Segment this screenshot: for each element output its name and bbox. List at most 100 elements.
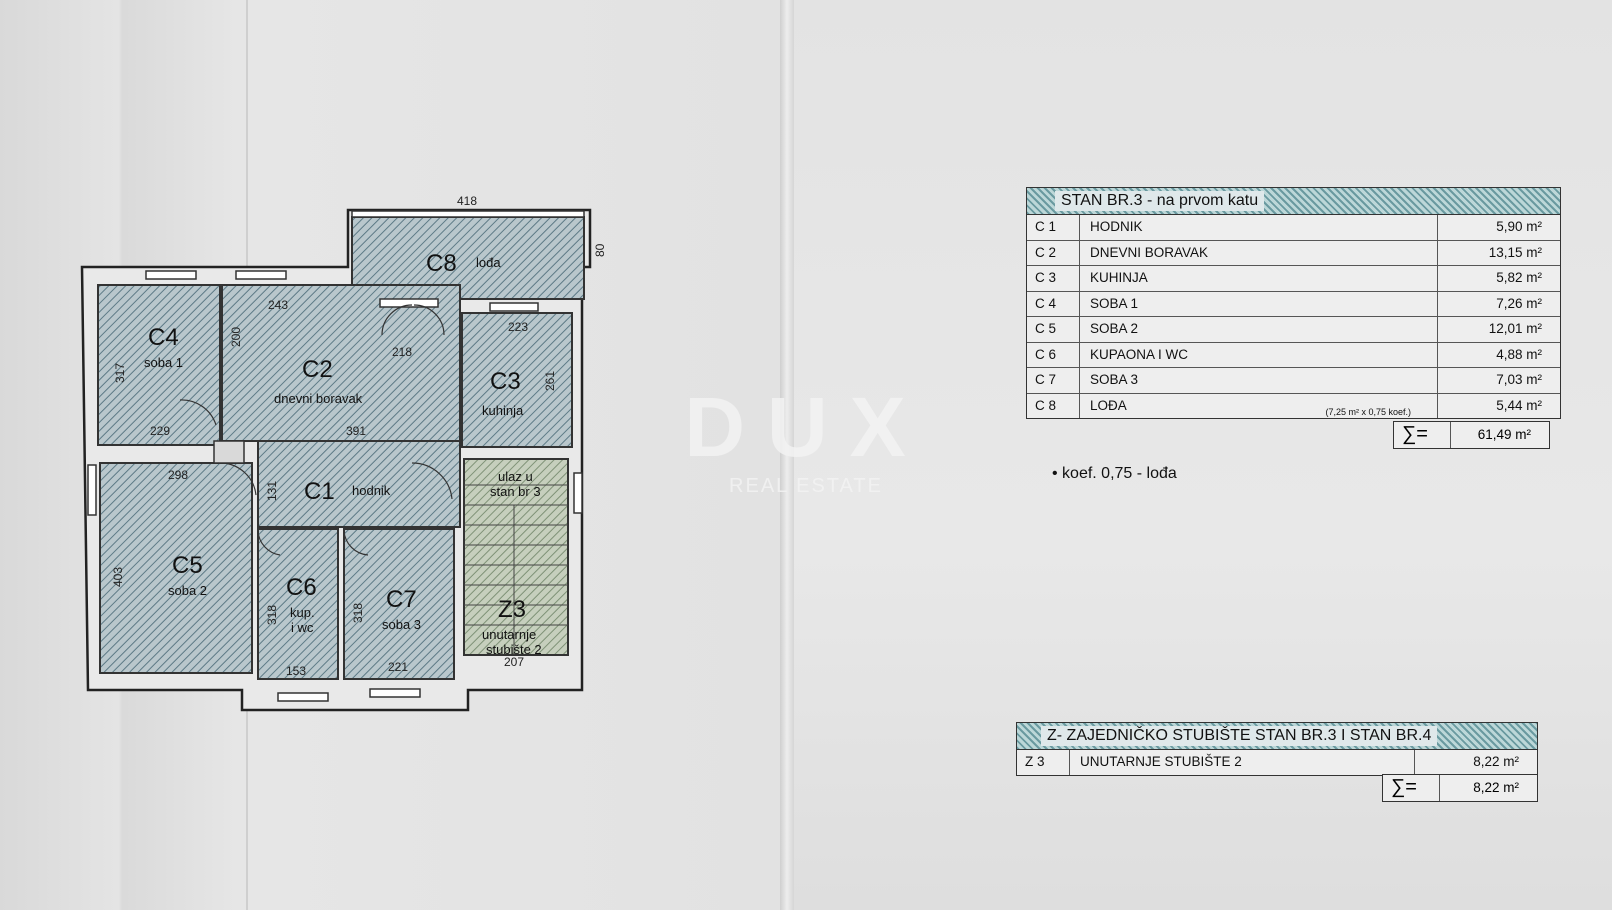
room-c6-code: C6 bbox=[286, 574, 317, 601]
table-row: C 3 KUHINJA 5,82 m² bbox=[1027, 266, 1560, 292]
room-c3-name: kuhinja bbox=[482, 403, 524, 418]
row-code: Z 3 bbox=[1017, 750, 1070, 775]
floor-plan: 418 80 243 200 218 223 261 317 229 391 2… bbox=[80, 195, 607, 712]
room-c2 bbox=[221, 284, 461, 442]
room-c6-name-1: kup. bbox=[290, 605, 315, 620]
dim-218: 218 bbox=[392, 345, 412, 359]
table-row: C 6 KUPAONA I WC 4,88 m² bbox=[1027, 342, 1560, 368]
sum-symbol: ∑= bbox=[1383, 775, 1440, 801]
dim-298: 298 bbox=[168, 468, 188, 482]
watermark: DUX REAL ESTATE bbox=[676, 385, 936, 498]
room-c7-name: soba 3 bbox=[382, 617, 421, 632]
dim-317: 317 bbox=[113, 363, 127, 383]
row-name: SOBA 1 bbox=[1080, 291, 1438, 316]
row-value: 7,03 m² bbox=[1496, 372, 1542, 387]
table-row: C 5 SOBA 2 12,01 m² bbox=[1027, 317, 1560, 343]
row-value: 7,26 m² bbox=[1496, 295, 1542, 311]
row-name-text: LOĐA bbox=[1090, 397, 1127, 413]
row-code: C 2 bbox=[1027, 240, 1080, 265]
room-c6-name-2: i wc bbox=[291, 620, 314, 635]
windows bbox=[87, 210, 585, 702]
dim-403: 403 bbox=[111, 567, 125, 587]
row-name: LOĐA (7,25 m² x 0,75 koef.) bbox=[1080, 393, 1438, 418]
row-code: C 6 bbox=[1027, 342, 1080, 367]
row-name: KUHINJA bbox=[1080, 266, 1438, 291]
table-row: C 2 DNEVNI BORAVAK 13,15 m² bbox=[1027, 240, 1560, 266]
row-value: 5,44 m² bbox=[1496, 397, 1542, 413]
koef-note: • koef. 0,75 - lođa bbox=[1052, 465, 1177, 482]
column bbox=[213, 440, 245, 464]
dim-207: 207 bbox=[504, 655, 524, 669]
row-code: C 4 bbox=[1027, 291, 1080, 316]
stair-treads bbox=[464, 484, 568, 655]
dim-223: 223 bbox=[508, 320, 528, 334]
room-z3-name-2: stubište 2 bbox=[486, 642, 542, 657]
row-code: C 1 bbox=[1027, 215, 1080, 240]
dim-221: 221 bbox=[388, 660, 408, 674]
room-c4 bbox=[97, 284, 221, 446]
shared-table-title-bar: Z- ZAJEDNIČKO STUBIŠTE STAN BR.3 I STAN … bbox=[1017, 723, 1537, 750]
row-name: SOBA 3 bbox=[1080, 368, 1438, 393]
row-value: 5,82 m² bbox=[1496, 270, 1542, 285]
dim-229: 229 bbox=[150, 424, 170, 438]
row-value: 5,90 m² bbox=[1496, 219, 1542, 234]
dim-131: 131 bbox=[265, 481, 279, 501]
row-name: SOBA 2 bbox=[1080, 317, 1438, 342]
sum-symbol: ∑= bbox=[1394, 422, 1451, 448]
entry-label-2: stan br 3 bbox=[490, 484, 541, 499]
table-row: C 1 HODNIK 5,90 m² bbox=[1027, 215, 1560, 241]
room-c3-code: C3 bbox=[490, 368, 521, 395]
room-z3-code: Z3 bbox=[498, 596, 526, 623]
dim-153: 153 bbox=[286, 664, 306, 678]
room-c5-code: C5 bbox=[172, 552, 203, 579]
dim-418: 418 bbox=[457, 195, 477, 208]
watermark-tagline: REAL ESTATE bbox=[729, 475, 883, 497]
dim-318-c7: 318 bbox=[351, 603, 365, 623]
table-row: C 7 SOBA 3 7,03 m² bbox=[1027, 368, 1560, 394]
room-c1 bbox=[257, 440, 461, 528]
room-c3 bbox=[461, 312, 573, 448]
room-z3-name-1: unutarnje bbox=[482, 627, 536, 642]
room-z3 bbox=[463, 458, 569, 656]
table-row: Z 3 UNUTARNJE STUBIŠTE 2 8,22 m² bbox=[1017, 750, 1537, 775]
watermark-brand: DUX bbox=[684, 380, 928, 474]
dim-243: 243 bbox=[268, 298, 288, 312]
room-c6 bbox=[257, 528, 339, 680]
area-table-apartment: STAN BR.3 - na prvom katu C 1 HODNIK 5,9… bbox=[1026, 187, 1561, 419]
row-code: C 5 bbox=[1027, 317, 1080, 342]
row-name: DNEVNI BORAVAK bbox=[1080, 240, 1438, 265]
row-code: C 8 bbox=[1027, 393, 1080, 418]
area-table-shared-stairs: Z- ZAJEDNIČKO STUBIŠTE STAN BR.3 I STAN … bbox=[1016, 722, 1538, 776]
dim-261: 261 bbox=[543, 371, 557, 391]
room-c4-code: C4 bbox=[148, 324, 179, 351]
dim-318-c6: 318 bbox=[265, 605, 279, 625]
area-table-title: STAN BR.3 - na prvom katu bbox=[1055, 191, 1265, 211]
room-c4-name: soba 1 bbox=[144, 355, 183, 370]
room-c7-code: C7 bbox=[386, 586, 417, 613]
row-value: 8,22 m² bbox=[1473, 754, 1519, 769]
row-value: 12,01 m² bbox=[1488, 321, 1542, 336]
room-c5 bbox=[99, 462, 253, 674]
room-c2-code: C2 bbox=[302, 356, 333, 383]
table-row: C 8 LOĐA (7,25 m² x 0,75 koef.) 5,44 m² bbox=[1027, 393, 1560, 418]
sum-value: 8,22 m² bbox=[1473, 780, 1519, 795]
row-name: KUPAONA I WC bbox=[1080, 342, 1438, 367]
room-c5-name: soba 2 bbox=[168, 583, 207, 598]
area-table-sum: ∑= 61,49 m² bbox=[1393, 421, 1550, 449]
room-c2-name: dnevni boravak bbox=[274, 391, 363, 406]
room-c8-code: C8 bbox=[426, 250, 457, 277]
table-row: C 4 SOBA 1 7,26 m² bbox=[1027, 291, 1560, 317]
room-c8-name: lođa bbox=[476, 255, 501, 270]
row-name: HODNIK bbox=[1080, 215, 1438, 240]
entry-label-1: ulaz u bbox=[498, 469, 533, 484]
row-name: UNUTARNJE STUBIŠTE 2 bbox=[1070, 750, 1415, 775]
dim-80: 80 bbox=[593, 243, 607, 257]
shared-table-title: Z- ZAJEDNIČKO STUBIŠTE STAN BR.3 I STAN … bbox=[1041, 726, 1438, 746]
loggia-coefficient-note: (7,25 m² x 0,75 koef.) bbox=[1325, 406, 1411, 417]
row-code: C 7 bbox=[1027, 368, 1080, 393]
row-code: C 3 bbox=[1027, 266, 1080, 291]
shared-table-sum: ∑= 8,22 m² bbox=[1382, 774, 1538, 802]
row-value: 4,88 m² bbox=[1496, 346, 1542, 362]
room-c1-code: C1 bbox=[304, 478, 335, 505]
paper-binding bbox=[780, 0, 794, 910]
